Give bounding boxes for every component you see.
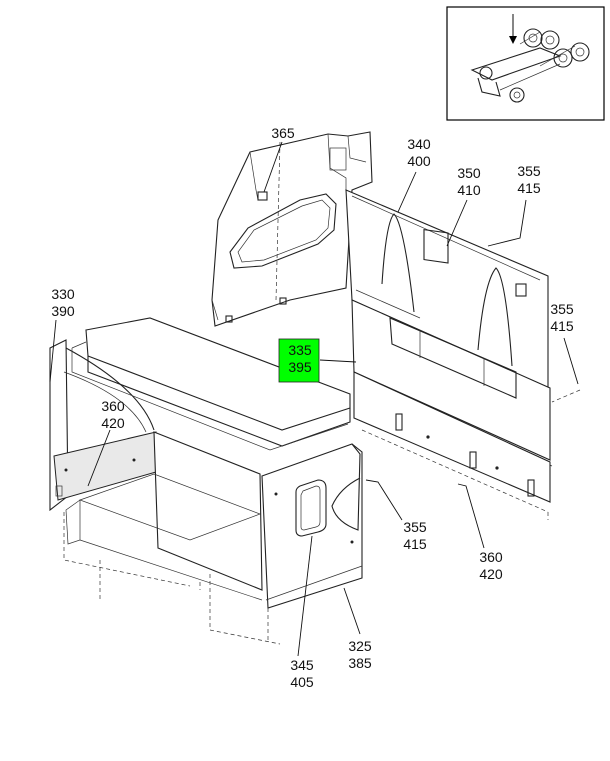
callout-365-line1: 365 xyxy=(271,125,295,141)
callout-335-395: 335 395 xyxy=(288,342,312,375)
callout-355-415-mid: 355 415 xyxy=(403,519,427,552)
callout-355b-line2: 415 xyxy=(550,318,574,334)
callout-335-highlight xyxy=(278,338,320,383)
callout-330-line2: 390 xyxy=(51,303,75,319)
left-side-panel xyxy=(49,339,157,512)
callout-355-415-right: 355 415 xyxy=(550,301,574,334)
callout-335-line1: 335 xyxy=(288,342,312,358)
callout-350-line2: 410 xyxy=(457,182,481,198)
locator-inset xyxy=(446,6,605,121)
callout-355a-line2: 415 xyxy=(517,180,541,196)
callout-365: 365 xyxy=(271,125,295,141)
callout-350-410: 350 410 xyxy=(457,165,481,198)
callout-360a-line2: 420 xyxy=(101,415,125,431)
rear-wall-shell xyxy=(211,131,373,327)
callout-325-line2: 385 xyxy=(348,655,372,671)
callout-345-line2: 405 xyxy=(290,674,314,690)
callout-355a-line1: 355 xyxy=(517,163,541,179)
callout-340-400: 340 400 xyxy=(407,136,431,169)
callout-350-line1: 350 xyxy=(457,165,481,181)
front-door-panel xyxy=(261,443,363,640)
callout-340-line2: 400 xyxy=(407,153,431,169)
callout-330-line1: 330 xyxy=(51,286,75,302)
callout-360b-line2: 420 xyxy=(479,566,503,582)
callout-355c-line1: 355 xyxy=(403,519,427,535)
callout-325-385: 325 385 xyxy=(348,638,372,671)
callout-335-line2: 395 xyxy=(288,359,312,375)
cabinet-box xyxy=(63,431,281,645)
seat-cushion xyxy=(71,317,351,451)
callout-360-420-left: 360 420 xyxy=(101,398,125,431)
floor-base xyxy=(353,371,581,520)
callout-345-line1: 345 xyxy=(290,657,314,673)
callout-340-line1: 340 xyxy=(407,136,431,152)
callout-355c-line2: 415 xyxy=(403,536,427,552)
leader-lines xyxy=(49,141,579,657)
callout-360a-line1: 360 xyxy=(101,398,125,414)
callout-355-415-top: 355 415 xyxy=(517,163,541,196)
callout-345-405: 345 405 xyxy=(290,657,314,690)
callout-330-390: 330 390 xyxy=(51,286,75,319)
callout-360b-line1: 360 xyxy=(479,549,503,565)
callout-360-420-right: 360 420 xyxy=(479,549,503,582)
callout-325-line1: 325 xyxy=(348,638,372,654)
callout-355b-line1: 355 xyxy=(550,301,574,317)
